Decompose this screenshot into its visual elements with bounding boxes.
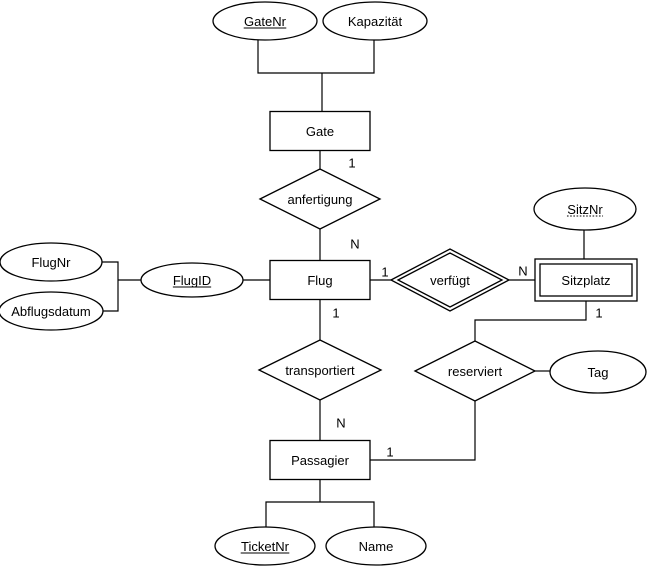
- attribute-sitznr[interactable]: SitzNr: [533, 187, 637, 231]
- relationship-transportiert[interactable]: transportiert: [257, 339, 383, 401]
- abflugsdatum-label: Abflugsdatum: [11, 304, 91, 319]
- cardinality-anfertigung-flug: N: [350, 237, 359, 252]
- passagier-label: Passagier: [291, 453, 349, 468]
- weak-entity-sitzplatz[interactable]: Sitzplatz: [534, 258, 638, 302]
- attribute-name[interactable]: Name: [325, 526, 427, 566]
- flug-label: Flug: [307, 273, 332, 288]
- reserviert-label: reserviert: [448, 364, 503, 379]
- attribute-ticketnr[interactable]: TicketNr: [214, 526, 316, 566]
- connector-sitzplatz-reserviert[interactable]: [474, 301, 587, 341]
- connector-passagier-attributes-bracket[interactable]: [265, 501, 375, 527]
- connector-flug-attributes-bracket[interactable]: [102, 261, 119, 312]
- sitznr-label: SitzNr: [567, 202, 603, 217]
- cardinality-reserviert-passagier: 1: [386, 445, 393, 460]
- anfertigung-label: anfertigung: [287, 192, 352, 207]
- identifying-relationship-verfuegt[interactable]: verfügt: [389, 248, 511, 312]
- flugnr-label: FlugNr: [31, 255, 71, 270]
- relationship-reserviert[interactable]: reserviert: [413, 340, 537, 402]
- kapazitaet-label: Kapazität: [348, 14, 403, 29]
- connector-gate-attributes-bracket[interactable]: [257, 39, 375, 74]
- sitzplatz-label: Sitzplatz: [561, 273, 610, 288]
- gate-label: Gate: [306, 124, 334, 139]
- attribute-abflugsdatum[interactable]: Abflugsdatum: [0, 291, 104, 331]
- gatenr-label: GateNr: [244, 14, 287, 29]
- tag-label: Tag: [588, 365, 609, 380]
- entity-gate[interactable]: Gate: [269, 110, 371, 152]
- cardinality-flug-verfuegt: 1: [381, 265, 388, 280]
- relationship-anfertigung[interactable]: anfertigung: [258, 168, 382, 230]
- attribute-flugid[interactable]: FlugID: [140, 262, 244, 298]
- cardinality-sitzplatz-reserviert: 1: [595, 306, 602, 321]
- flugid-label: FlugID: [173, 273, 211, 288]
- cardinality-verfuegt-sitzplatz: N: [518, 264, 527, 279]
- verfuegt-label: verfügt: [430, 273, 470, 288]
- entity-passagier[interactable]: Passagier: [269, 439, 371, 481]
- cardinality-flug-transportiert: 1: [332, 306, 339, 321]
- attribute-kapazitaet[interactable]: Kapazität: [322, 1, 428, 41]
- transportiert-label: transportiert: [285, 363, 355, 378]
- attribute-gatenr[interactable]: GateNr: [212, 1, 318, 41]
- cardinality-transportiert-passagier: N: [336, 416, 345, 431]
- name-label: Name: [359, 539, 394, 554]
- attribute-tag[interactable]: Tag: [549, 350, 647, 394]
- connector-reserviert-passagier[interactable]: [370, 401, 476, 461]
- ticketnr-label: TicketNr: [241, 539, 290, 554]
- attribute-flugnr[interactable]: FlugNr: [0, 242, 103, 282]
- cardinality-gate-anfertigung: 1: [348, 156, 355, 171]
- entity-flug[interactable]: Flug: [269, 259, 371, 301]
